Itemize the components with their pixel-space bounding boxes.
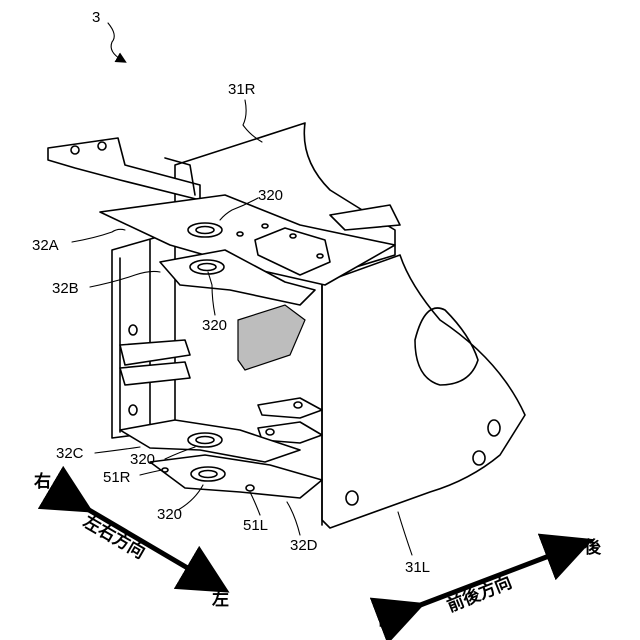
label-31R: 31R (228, 81, 256, 98)
label-32B: 32B (52, 280, 79, 297)
bushing-320 (190, 260, 224, 274)
label-320-mid: 320 (202, 317, 227, 334)
label-3: 3 (92, 9, 100, 26)
label-320-bottom: 320 (157, 506, 182, 523)
label-32C: 32C (56, 445, 84, 462)
label-32A: 32A (32, 237, 59, 254)
inner-block (238, 305, 305, 370)
label-51R: 51R (103, 469, 131, 486)
lug-bracket (258, 398, 322, 418)
direction-left: 左 (212, 589, 229, 610)
label-31L: 31L (405, 559, 430, 576)
direction-fr-axis: 前後方向 (444, 572, 515, 617)
direction-front: 前 (378, 609, 395, 630)
plate-32D (150, 455, 322, 498)
label-320-top: 320 (258, 187, 283, 204)
label-51L: 51L (243, 517, 268, 534)
label-320-lower: 320 (130, 451, 155, 468)
bushing-320 (191, 467, 225, 481)
direction-rear: 後 (584, 537, 602, 558)
bushing-320 (188, 433, 222, 447)
direction-right: 右 (34, 471, 51, 492)
left-right-arrow (72, 500, 208, 580)
bushing-320 (188, 223, 222, 237)
label-32D: 32D (290, 537, 318, 554)
left-side-plate-31L (322, 255, 525, 528)
